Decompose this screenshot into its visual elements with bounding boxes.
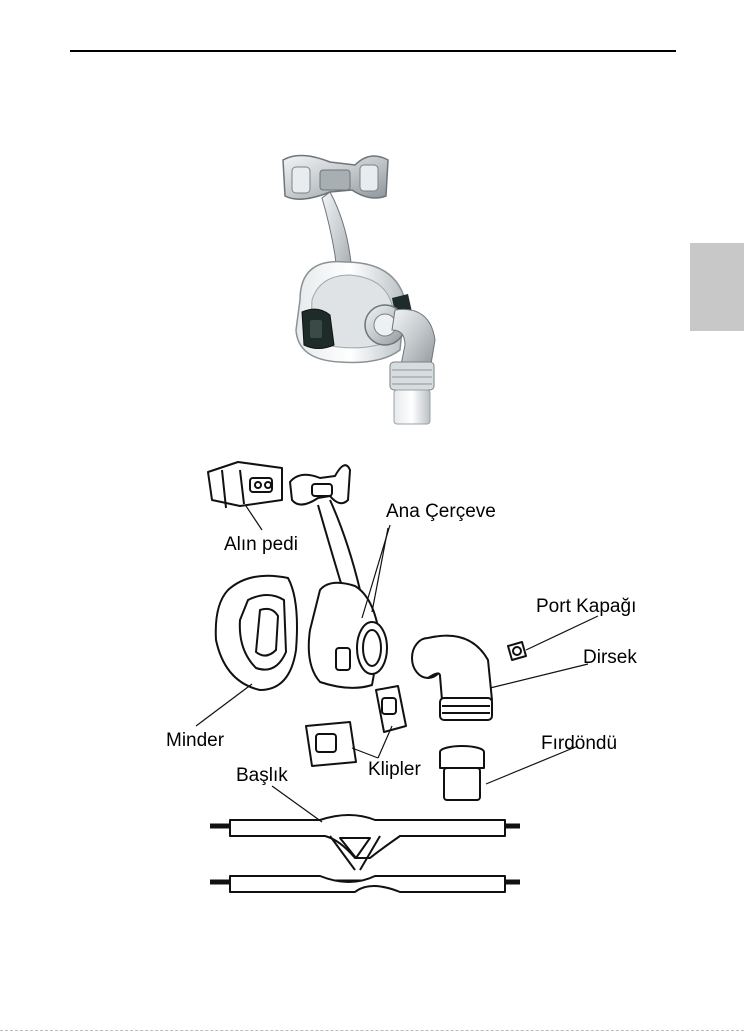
- headgear-part: [210, 815, 520, 892]
- assembled-mask-photo: [283, 155, 435, 424]
- label-cushion: Minder: [166, 731, 224, 750]
- port-cap-part: [508, 642, 526, 660]
- label-main-frame: Ana Çerçeve: [386, 502, 496, 521]
- cushion-part: [216, 576, 297, 690]
- label-swivel: Fırdöndü: [541, 734, 617, 753]
- page-bottom-edge: [0, 1030, 744, 1032]
- forehead-pad-part: [208, 462, 282, 508]
- label-forehead-pad: Alın pedi: [224, 535, 298, 554]
- clip-part-2: [306, 722, 356, 766]
- label-port-cap: Port Kapağı: [536, 597, 636, 616]
- label-headgear: Başlık: [236, 766, 288, 785]
- swivel-part: [440, 746, 484, 800]
- main-frame-part: [290, 465, 387, 688]
- clip-part-1: [376, 686, 406, 732]
- elbow-part: [412, 636, 492, 720]
- exploded-diagram: [196, 462, 598, 892]
- label-elbow: Dirsek: [583, 648, 637, 667]
- label-clips: Klipler: [368, 760, 421, 779]
